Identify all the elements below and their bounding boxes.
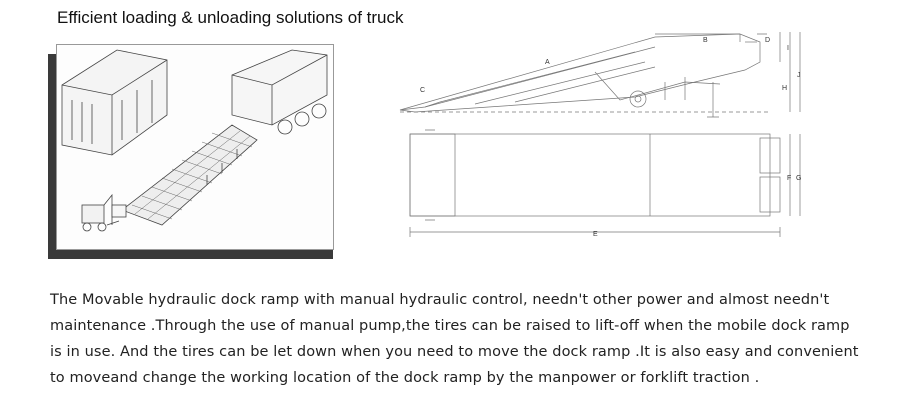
page-title: Efficient loading & unloading solutions … [57, 8, 404, 27]
label-g: G [796, 175, 801, 182]
description-line-4: to moveand change the working location o… [50, 370, 760, 386]
label-j: J [797, 72, 801, 79]
description-line-1: The Movable hydraulic dock ramp with man… [50, 292, 830, 308]
label-d: D [765, 37, 770, 44]
label-c: C [420, 87, 425, 94]
ramp-isometric-sketch [61, 49, 328, 232]
label-f: F [787, 175, 791, 182]
technical-drawing: A B C D E F G H I J [395, 22, 815, 242]
ramp-dimension-drawing: A B C D E F G H I J [399, 32, 801, 238]
label-a: A [545, 59, 550, 66]
description-line-3: is in use. And the tires can be let down… [50, 344, 859, 360]
description-line-2: maintenance .Through the use of manual p… [50, 318, 850, 334]
label-e: E [593, 231, 598, 238]
product-description: The Movable hydraulic dock ramp with man… [50, 287, 870, 391]
label-h: H [782, 85, 787, 92]
label-i: I [787, 45, 789, 52]
label-b: B [703, 37, 708, 44]
ramp-illustration [56, 44, 334, 250]
